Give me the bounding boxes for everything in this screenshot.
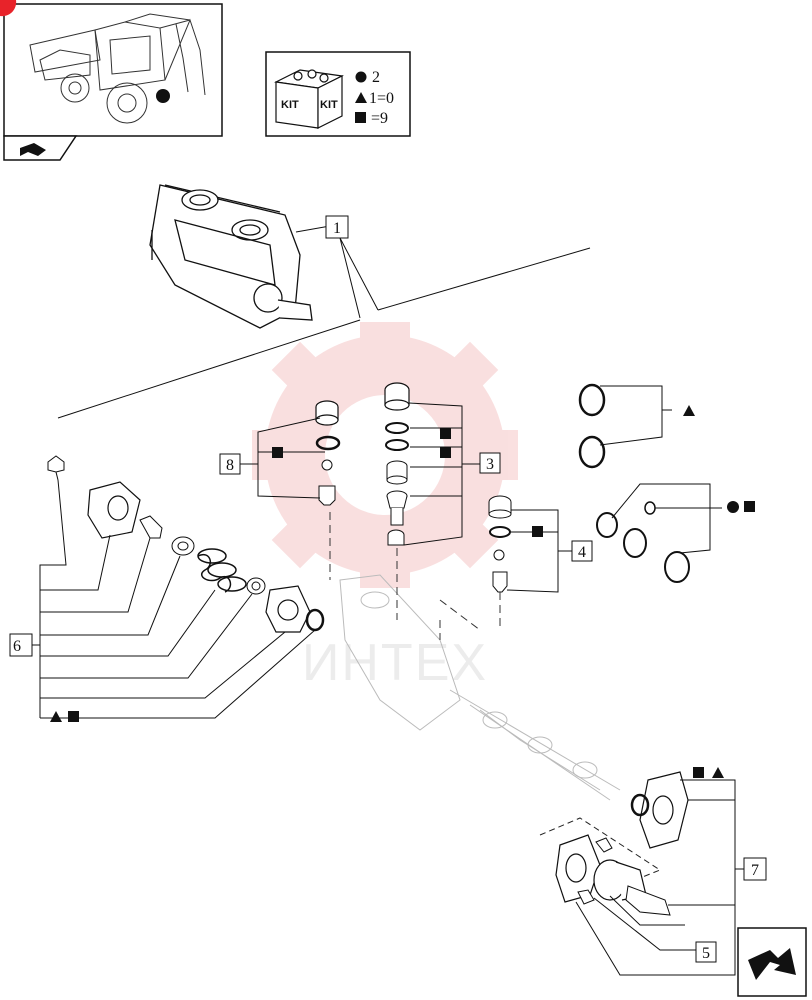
callout-4-box xyxy=(571,540,593,562)
small-o-ring-part xyxy=(644,501,656,515)
spacer-part xyxy=(246,577,266,595)
legend-square-value: =9 xyxy=(371,110,388,127)
callout-5-label: 5 xyxy=(702,945,710,962)
ball-part xyxy=(493,549,505,561)
spring-part xyxy=(197,548,247,593)
kit-box-icon xyxy=(274,69,344,129)
o-ring-part xyxy=(305,608,325,632)
flange-plate-part xyxy=(265,585,311,633)
end-cover-part xyxy=(555,834,601,903)
o-ring-part xyxy=(630,793,650,817)
square-marker-icon xyxy=(744,501,755,512)
callout-5-box xyxy=(695,941,717,963)
triangle-marker-icon xyxy=(50,711,62,722)
callout-8-label: 8 xyxy=(226,457,234,474)
watermark-text: ИНТЕХ xyxy=(302,634,488,692)
circle-marker-icon xyxy=(727,501,739,513)
square-marker-icon xyxy=(532,526,543,537)
poppet-part xyxy=(387,529,405,546)
kit-label-1: KIT xyxy=(281,99,299,111)
callout-3-label: 3 xyxy=(486,456,494,473)
circle-symbol-icon xyxy=(355,71,367,83)
o-ring-part xyxy=(664,551,690,583)
end-cap-part xyxy=(87,481,141,539)
seat-part xyxy=(492,571,508,593)
square-marker-icon xyxy=(440,428,451,439)
valve-body-ghost xyxy=(339,574,621,801)
o-ring-part xyxy=(578,383,606,417)
o-ring-part xyxy=(489,526,511,538)
square-marker-icon xyxy=(440,447,451,458)
kit-label-2: KIT xyxy=(320,99,338,111)
o-ring-part xyxy=(623,528,647,558)
location-dot-icon xyxy=(156,89,170,103)
spool-cap-part xyxy=(384,382,410,411)
callout-1-label: 1 xyxy=(333,220,341,237)
callout-6-label: 6 xyxy=(13,638,21,655)
pin-part xyxy=(625,885,671,916)
valve-section-body xyxy=(149,184,313,329)
triangle-marker-icon xyxy=(712,767,724,778)
square-marker-icon xyxy=(693,767,704,778)
legend-triangle-value: 1=0 xyxy=(369,90,394,107)
o-ring-part xyxy=(385,422,409,434)
square-symbol-icon xyxy=(355,112,366,123)
o-ring-part xyxy=(596,512,618,538)
callout-7-label: 7 xyxy=(751,862,759,879)
bolt-part xyxy=(139,515,163,539)
plug-part xyxy=(488,495,512,519)
watermark-gear-icon xyxy=(252,322,518,588)
square-marker-icon xyxy=(68,711,79,722)
ball-part xyxy=(321,459,333,471)
check-valve-part xyxy=(386,490,408,526)
nav-prev-button[interactable] xyxy=(3,135,78,161)
callout-3-box xyxy=(479,452,501,474)
o-ring-part xyxy=(315,435,341,451)
o-ring-part xyxy=(578,435,606,469)
corner-red-badge-icon xyxy=(0,0,17,17)
kit-legend-box: KIT KIT 2 1=0 =9 xyxy=(265,51,411,137)
callout-4-label: 4 xyxy=(578,544,586,561)
detent-body-part xyxy=(593,859,647,901)
washer-part xyxy=(171,536,195,556)
seat-part xyxy=(318,485,336,506)
arrow-icon xyxy=(20,143,46,156)
o-ring-part xyxy=(385,439,409,451)
gasket-plate-part xyxy=(639,771,689,849)
callout-1-box xyxy=(325,215,349,239)
triangle-marker-icon xyxy=(683,405,695,416)
triangle-symbol-icon xyxy=(355,92,367,103)
legend-circle-value: 2 xyxy=(372,69,380,86)
plug-part xyxy=(315,400,339,426)
piston-part xyxy=(386,460,408,485)
nav-next-button[interactable] xyxy=(737,927,807,997)
square-marker-icon xyxy=(272,447,283,458)
screw-part xyxy=(47,455,65,481)
arrow-icon xyxy=(748,948,796,980)
machine-thumbnail xyxy=(3,3,223,137)
screw-part xyxy=(577,837,613,905)
